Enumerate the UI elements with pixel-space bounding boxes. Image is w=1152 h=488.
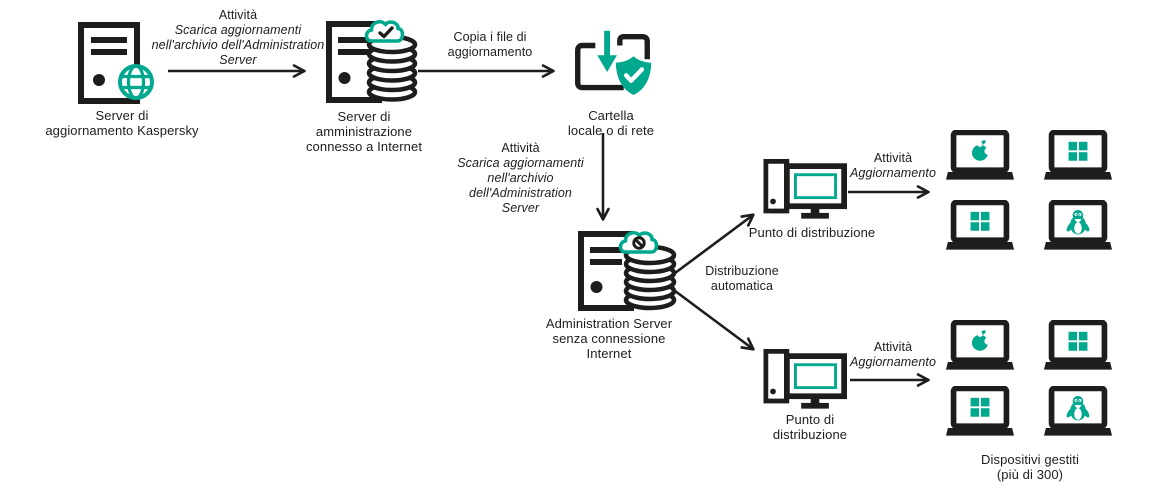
edge-label-copy-files: Copia i file di aggiornamento bbox=[430, 30, 550, 60]
laptop-windows-icon bbox=[946, 386, 1014, 436]
node-label-line: Server di bbox=[337, 109, 391, 124]
edge-label-line: nell'archivio dell'Administration bbox=[151, 38, 325, 52]
edge-label-download-task-offline: Attività Scarica aggiornamenti nell'arch… bbox=[433, 141, 608, 216]
folder-download-shield-icon bbox=[575, 30, 652, 95]
edge-label-update-task-bottom: Attività Aggiornamento bbox=[833, 340, 953, 370]
edge-label-line: Distribuzione bbox=[705, 264, 779, 278]
edge-label-update-task-top: Attività Aggiornamento bbox=[833, 151, 953, 181]
node-label-line: (più di 300) bbox=[996, 467, 1064, 482]
node-label-line: Cartella bbox=[588, 108, 634, 123]
edge-label-line: Attività bbox=[218, 8, 258, 22]
node-label-line: distribuzione bbox=[772, 427, 848, 442]
windows-logo-icon bbox=[970, 397, 990, 417]
linux-penguin-icon bbox=[1066, 209, 1090, 235]
edge-label-line: Attività bbox=[873, 340, 913, 354]
globe-icon bbox=[118, 64, 154, 100]
node-label-line: senza connessione bbox=[552, 331, 666, 346]
edge-label-line: dell'Administration bbox=[469, 186, 572, 200]
label-distribution-point-top: Punto di distribuzione bbox=[719, 225, 905, 240]
node-label-line: amministrazione bbox=[315, 124, 413, 139]
edge-label-line: Scarica aggiornamenti bbox=[457, 156, 584, 170]
apple-logo-icon bbox=[971, 330, 992, 351]
windows-logo-icon bbox=[970, 211, 990, 231]
edge-label-download-task: Attività Scarica aggiornamenti nell'arch… bbox=[143, 8, 333, 68]
database-stack-icon bbox=[623, 244, 677, 311]
label-kaspersky-update-server: Server di aggiornamento Kaspersky bbox=[14, 108, 230, 138]
node-label-line: aggiornamento Kaspersky bbox=[45, 123, 199, 138]
laptop-windows-icon bbox=[1044, 320, 1112, 370]
server-cloud-check-database-icon bbox=[326, 20, 418, 103]
desktop-computer-icon bbox=[763, 348, 847, 409]
node-label-line: Punto di distribuzione bbox=[748, 225, 876, 240]
node-label-line: Punto di bbox=[785, 412, 835, 427]
edge-label-line: Aggiornamento bbox=[849, 355, 937, 369]
apple-logo-icon bbox=[971, 140, 992, 161]
edge-label-line: aggiornamento bbox=[447, 45, 533, 59]
edge-label-line: nell'archivio bbox=[487, 171, 554, 185]
edge-label-line: Attività bbox=[873, 151, 913, 165]
node-label-line: locale o di rete bbox=[567, 123, 655, 138]
cloud-check-icon bbox=[364, 20, 405, 43]
laptop-apple-icon bbox=[946, 320, 1014, 370]
laptop-windows-icon bbox=[946, 200, 1014, 250]
label-distribution-point-bottom: Punto di distribuzione bbox=[755, 412, 865, 442]
laptop-windows-icon bbox=[1044, 130, 1112, 180]
node-label-line: Internet bbox=[586, 346, 632, 361]
edge-label-line: Scarica aggiornamenti bbox=[174, 23, 302, 37]
desktop-computer-icon bbox=[763, 158, 847, 219]
windows-logo-icon bbox=[1068, 141, 1088, 161]
laptop-linux-icon bbox=[1044, 200, 1112, 250]
edge-label-automatic-distribution: Distribuzione automatica bbox=[682, 264, 802, 294]
edge-label-line: Server bbox=[501, 201, 540, 215]
laptop-linux-icon bbox=[1044, 386, 1112, 436]
node-label-line: Server di bbox=[95, 108, 149, 123]
edge-label-line: Attività bbox=[501, 141, 540, 155]
node-label-line: connesso a Internet bbox=[305, 139, 423, 154]
shield-check-icon bbox=[615, 56, 652, 95]
node-label-line: Administration Server bbox=[545, 316, 673, 331]
server-globe-icon bbox=[78, 22, 154, 104]
laptop-apple-icon bbox=[946, 130, 1014, 180]
node-label-line: Dispositivi gestiti bbox=[981, 452, 1079, 467]
edge-label-line: Copia i file di bbox=[453, 30, 527, 44]
database-stack-icon bbox=[366, 34, 418, 102]
edge-label-line: Server bbox=[219, 53, 257, 67]
cloud-blocked-icon bbox=[618, 231, 659, 254]
edge-label-line: Aggiornamento bbox=[849, 166, 937, 180]
label-managed-devices: Dispositivi gestiti (più di 300) bbox=[950, 452, 1110, 482]
label-admin-server-offline: Administration Server senza connessione … bbox=[528, 316, 690, 361]
edge-label-line: automatica bbox=[710, 279, 774, 293]
label-admin-server-online: Server di amministrazione connesso a Int… bbox=[294, 109, 434, 154]
linux-penguin-icon bbox=[1066, 395, 1090, 421]
windows-logo-icon bbox=[1068, 331, 1088, 351]
label-local-or-network-folder: Cartella locale o di rete bbox=[551, 108, 671, 138]
server-cloud-offline-database-icon bbox=[578, 231, 677, 311]
download-arrow-icon bbox=[597, 30, 617, 72]
